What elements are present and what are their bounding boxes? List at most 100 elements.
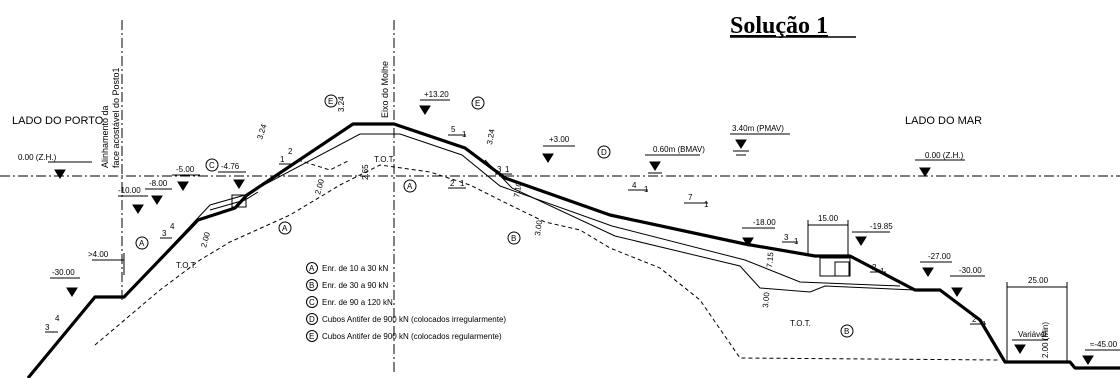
slope-71: 7 1 — [684, 193, 709, 209]
svg-text:B: B — [309, 281, 314, 290]
dim-710: 7.10 — [512, 181, 524, 198]
zone-marker-a3: A — [403, 179, 417, 193]
zone-marker-e1: E — [324, 94, 338, 108]
svg-text:D: D — [601, 148, 607, 157]
svg-text:4: 4 — [55, 314, 60, 323]
dim-200-mid: 2.00 — [313, 178, 326, 196]
pmav-marker: 3.40m (PMAV) — [730, 124, 790, 156]
svg-text:Variável: Variável — [1018, 330, 1047, 339]
slope-34-bottom: 3 4 — [45, 314, 60, 333]
slope-51: 5 1 — [448, 125, 467, 139]
svg-text:-5.00: -5.00 — [176, 165, 195, 174]
svg-text:B: B — [844, 327, 849, 336]
toe-block-right-2 — [834, 261, 850, 277]
legend: A Enr. de 10 a 30 kN B Enr. de 30 a 90 k… — [306, 262, 506, 342]
zone-marker-e2: E — [471, 96, 485, 110]
svg-text:B: B — [511, 234, 516, 243]
svg-text:5: 5 — [451, 125, 456, 134]
zone-marker-b2: B — [840, 324, 854, 338]
zone-marker-a1: A — [135, 236, 149, 250]
slope-21-bottom: 2 1 — [970, 315, 987, 329]
dim-300-right: 3.00 — [761, 291, 771, 308]
svg-text:Enr. de 90 a 120 kN: Enr. de 90 a 120 kN — [322, 298, 393, 307]
svg-text:3: 3 — [497, 165, 502, 174]
legend-item-b: B Enr. de 30 a 90 kN — [306, 279, 388, 291]
elev-p1320: +13.20 — [419, 90, 450, 115]
sea-side-label: LADO DO MAR — [905, 115, 982, 127]
svg-text:C: C — [309, 298, 315, 307]
svg-text:4: 4 — [170, 222, 175, 231]
svg-text:E: E — [328, 97, 333, 106]
svg-text:7: 7 — [688, 193, 693, 202]
slope-21-right: 2 1 — [870, 263, 886, 276]
legend-item-d: D Cubos Antifer de 900 kN (colocados irr… — [306, 313, 506, 325]
alignment-label-1: Alinhamento da — [100, 105, 110, 168]
svg-text:-18.00: -18.00 — [753, 218, 776, 227]
dim-300-mid: 3.00 — [533, 219, 544, 236]
svg-text:3: 3 — [162, 229, 167, 238]
svg-text:A: A — [309, 264, 315, 273]
toe-block-left — [231, 194, 247, 208]
svg-text:1: 1 — [460, 179, 465, 188]
slope-34-left: 3 4 — [160, 222, 175, 239]
legend-item-c: C Enr. de 90 a 120 kN — [306, 296, 393, 308]
legend-item-e: E Cubos Antifer de 900 kN (colocados reg… — [306, 330, 502, 342]
port-side-label: LADO DO PORTO — [12, 115, 104, 127]
elev-m30-left: -30.00 — [50, 268, 80, 297]
slope-12: 1 2 — [279, 147, 293, 165]
svg-text:-27.00: -27.00 — [928, 252, 951, 261]
zone-marker-c1: C — [205, 158, 219, 172]
dim-324-right: 3.24 — [485, 128, 497, 145]
svg-text:A: A — [139, 239, 145, 248]
elev-m18: -18.00 — [742, 218, 776, 247]
core-boundary-profile — [484, 159, 916, 293]
tot-top-label: T.O.T. — [374, 155, 395, 164]
svg-text:2: 2 — [288, 147, 293, 156]
svg-text:1: 1 — [280, 155, 285, 164]
toe-berm-profile — [209, 191, 259, 211]
svg-text:D: D — [309, 315, 315, 324]
svg-text:2: 2 — [972, 315, 977, 324]
legend-item-a: A Enr. de 10 a 30 kN — [306, 262, 388, 274]
elev-m30-right: -30.00 — [950, 266, 985, 297]
zh-right-marker: 0.00 (Z.H.) — [915, 151, 965, 177]
svg-text:4: 4 — [632, 181, 637, 190]
svg-text:Cubos Antifer de 900 kN (coloc: Cubos Antifer de 900 kN (colocados regul… — [322, 332, 502, 341]
svg-text:+3.00: +3.00 — [549, 135, 570, 144]
svg-text:-30.00: -30.00 — [959, 266, 982, 275]
elev-p3: +3.00 — [542, 135, 575, 163]
dim-gt4: >4.00 — [88, 250, 125, 275]
tot-left-label: T.O.T. — [176, 261, 197, 270]
svg-text:-8.00: -8.00 — [149, 179, 168, 188]
svg-text:-10.00: -10.00 — [118, 186, 141, 195]
svg-text:A: A — [407, 182, 413, 191]
svg-text:3.40m (PMAV): 3.40m (PMAV) — [732, 124, 784, 133]
svg-text:3: 3 — [784, 233, 789, 242]
svg-text:-19.85: -19.85 — [870, 222, 893, 231]
slope-31-mid: 3 1 — [495, 165, 512, 175]
svg-text:1: 1 — [704, 200, 709, 209]
elev-m10: -10.00 — [118, 186, 148, 214]
svg-text:2: 2 — [450, 179, 455, 188]
svg-text:-4.76: -4.76 — [221, 162, 240, 171]
svg-text:>4.00: >4.00 — [88, 250, 109, 259]
svg-text:3: 3 — [45, 323, 50, 332]
zone-marker-b1: B — [507, 231, 521, 245]
svg-text:Enr. de 10 a 30 kN: Enr. de 10 a 30 kN — [322, 264, 388, 273]
elev-variable: Variável — [1012, 330, 1048, 354]
dim-715: 7.15 — [765, 251, 775, 268]
zone-marker-d1: D — [597, 145, 611, 159]
elev-m476: -4.76 — [218, 162, 246, 189]
svg-text:≈-45.00: ≈-45.00 — [1090, 340, 1118, 349]
svg-text:0.00 (Z.H.): 0.00 (Z.H.) — [18, 153, 57, 162]
svg-text:0.60m (BMAV): 0.60m (BMAV) — [653, 145, 705, 154]
svg-text:2: 2 — [872, 263, 877, 272]
under-layer-profile — [123, 133, 901, 298]
bmav-marker: 0.60m (BMAV) — [645, 145, 705, 174]
svg-text:1: 1 — [505, 165, 510, 174]
svg-text:E: E — [309, 332, 314, 341]
svg-text:E: E — [475, 99, 480, 108]
page-title: Solução 1 — [730, 13, 828, 39]
